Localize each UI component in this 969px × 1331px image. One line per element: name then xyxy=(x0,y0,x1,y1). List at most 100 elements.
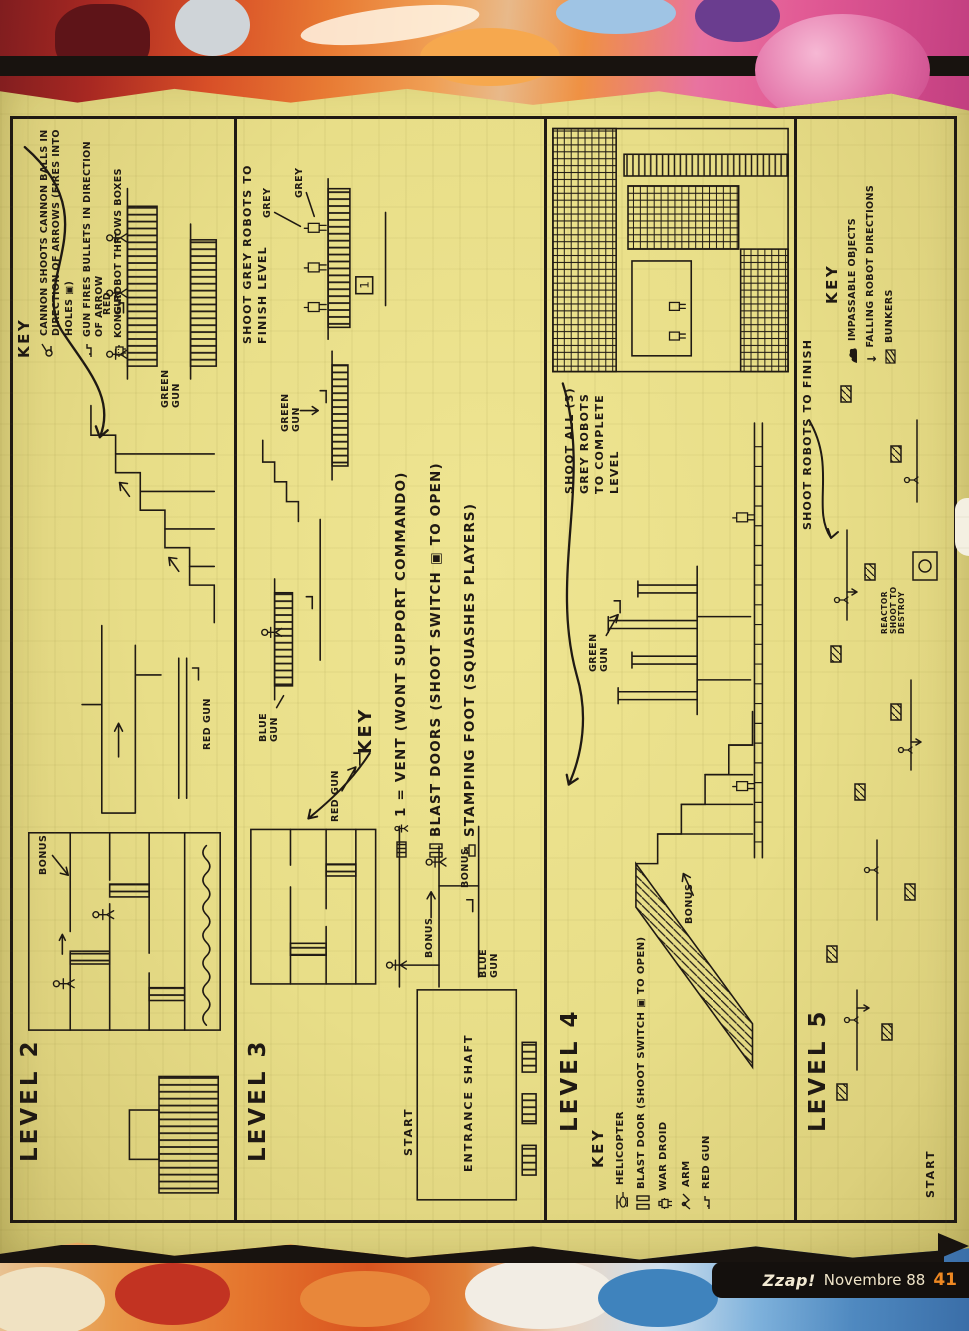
map-label-entrance-shaft: ENTRANCE SHAFT xyxy=(462,1033,475,1173)
key-item-blast-doors: BLAST DOORS (SHOOT SWITCH ▣ TO OPEN) xyxy=(428,318,446,858)
level-2-title: LEVEL 2 xyxy=(17,1038,43,1162)
level-2-section: LEVEL 2 xyxy=(13,119,237,1220)
vent-icon xyxy=(394,840,408,858)
bunker-icon xyxy=(885,349,896,364)
arm-icon xyxy=(681,1193,692,1210)
key-item-helicopter: HELICOPTER xyxy=(614,870,628,1210)
map-label-green-gun: GREEN GUN xyxy=(160,369,182,408)
level-4-objective: SHOOT ALL (3) GREY ROBOTS TO COMPLETE LE… xyxy=(563,387,621,494)
level-3-objective: SHOOT GREY ROBOTS TO FINISH LEVEL xyxy=(241,164,269,344)
rotated-map-area: LEVEL 2 xyxy=(13,119,954,1220)
issue-label: Novembre 88 xyxy=(823,1271,926,1289)
map-label-bonus: BONUS xyxy=(38,834,49,875)
level-3-key: KEY 1 = VENT (WONT SUPPORT COMMANDO) BLA… xyxy=(355,318,480,858)
artwork-cream-blob xyxy=(0,1267,105,1331)
level-4-map-drawing xyxy=(552,127,789,1070)
red-gun-icon xyxy=(701,1195,711,1210)
level-5-section: LEVEL 5 xyxy=(797,119,954,1220)
blast-doors-icon xyxy=(428,843,443,858)
torn-page-notch xyxy=(955,498,969,556)
map-label-start: START xyxy=(402,1107,415,1156)
map-label-red-gun-2: RED GUN xyxy=(202,698,213,750)
artwork-white-sneaker xyxy=(465,1259,615,1329)
key-item-text: ARM xyxy=(681,1160,692,1187)
artwork-pink-balloon xyxy=(755,14,930,111)
key-item-vent: 1 = VENT (WONT SUPPORT COMMANDO) xyxy=(393,318,411,858)
map-label-blue-gun-2: BLUE GUN xyxy=(478,948,500,978)
level-3-title: LEVEL 3 xyxy=(245,1038,271,1162)
key-item-text: STAMPING FOOT (SQUASHES PLAYERS) xyxy=(462,502,479,837)
key-item-falling-robots: ↓ FALLING ROBOT DIRECTIONS xyxy=(865,122,880,364)
key-item-war-droid: WAR DROID xyxy=(657,870,673,1210)
map-label-grey-2: GREY xyxy=(294,167,305,198)
map-label-bonus-2: BONUS xyxy=(424,917,435,958)
level-3-section: LEVEL 3 xyxy=(237,119,547,1220)
war-droid-icon xyxy=(658,1197,673,1210)
map-label-green-gun: GREEN GUN xyxy=(588,633,610,672)
level-4-key: KEY HELICOPTER BLAST DOOR (SHOOT SWITCH … xyxy=(589,870,713,1210)
key-item-text: IMPASSABLE OBJECTS xyxy=(847,218,858,341)
key-heading: KEY xyxy=(15,317,33,358)
magazine-name: Zzap! xyxy=(762,1270,816,1290)
level-4-title: LEVEL 4 xyxy=(557,1008,583,1132)
key-item-red-gun: RED GUN xyxy=(700,870,713,1210)
key-item-text: HELICOPTER xyxy=(615,1111,626,1185)
level-3-map-drawing: 1 xyxy=(250,178,537,1201)
key-item-text: BLAST DOORS (SHOOT SWITCH ▣ TO OPEN) xyxy=(427,462,444,837)
level-5-title: LEVEL 5 xyxy=(805,1008,831,1132)
kong-robot-icon xyxy=(114,344,127,358)
map-label-start: START xyxy=(924,1149,937,1198)
key-item-cannon: CANNON SHOOTS CANNON BALLS IN DIRECTION … xyxy=(39,122,76,358)
level-5-key: KEY IMPASSABLE OBJECTS ↓ FALLING ROBOT D… xyxy=(823,122,897,364)
key-item-text: FALLING ROBOT DIRECTIONS xyxy=(865,184,877,348)
artwork-red-boot xyxy=(115,1263,230,1325)
artwork-blue-patch xyxy=(556,0,676,34)
svg-text:1: 1 xyxy=(358,281,372,289)
top-artwork xyxy=(0,0,969,111)
key-item-kong-robot: KONG ROBOT THROWS BOXES xyxy=(113,122,127,358)
key-item-impassable: IMPASSABLE OBJECTS xyxy=(847,122,859,364)
blast-door-icon xyxy=(636,1195,650,1210)
key-item-text: RED GUN xyxy=(701,1135,712,1189)
cannon-icon xyxy=(40,342,53,358)
impassable-objects-icon xyxy=(848,347,859,364)
key-item-text: WAR DROID xyxy=(658,1121,669,1191)
map-label-reactor: REACTOR SHOOT TO DESTROY xyxy=(880,586,907,634)
key-item-text: BUNKERS xyxy=(884,289,896,343)
key-item-text: GUN FIRES BULLETS IN DIRECTION OF ARROW xyxy=(82,141,106,337)
artwork-robot-grey xyxy=(175,0,250,56)
falling-robot-arrow-icon: ↓ xyxy=(865,353,880,364)
magazine-footer: Zzap! Novembre 88 41 xyxy=(712,1262,969,1298)
key-item-blast-door: BLAST DOOR (SHOOT SWITCH ▣ TO OPEN) xyxy=(635,870,650,1210)
key-item-gun: GUN FIRES BULLETS IN DIRECTION OF ARROW xyxy=(82,122,107,358)
gun-icon xyxy=(83,343,93,358)
key-item-text: 1 = VENT (WONT SUPPORT COMMANDO) xyxy=(393,471,409,817)
commando-icon xyxy=(394,823,409,834)
level-4-section: LEVEL 4 xyxy=(547,119,797,1220)
level-2-key: KEY CANNON SHOOTS CANNON BALLS IN DIRECT… xyxy=(15,122,127,358)
key-item-text: KONG ROBOT THROWS BOXES xyxy=(112,168,124,338)
page-number: 41 xyxy=(933,1270,957,1290)
key-item-arm: ARM xyxy=(680,870,693,1210)
map-frame: LEVEL 2 xyxy=(10,116,957,1223)
key-heading: KEY xyxy=(355,707,376,754)
map-paper: LEVEL 2 xyxy=(0,70,969,1262)
key-heading: KEY xyxy=(589,1127,607,1168)
map-label-blue-gun: BLUE GUN xyxy=(258,712,280,742)
stamping-foot-icon xyxy=(463,843,477,858)
key-heading: KEY xyxy=(823,263,841,304)
page-border-bar-top xyxy=(0,56,969,76)
helicopter-icon xyxy=(615,1191,628,1210)
key-item-text: CANNON SHOOTS CANNON BALLS IN DIRECTION … xyxy=(39,129,75,336)
level-2-map-drawing xyxy=(23,145,221,1194)
key-item-bunkers: BUNKERS xyxy=(884,122,896,364)
key-item-stamping-foot: STAMPING FOOT (SQUASHES PLAYERS) xyxy=(462,318,480,858)
artwork-blue-shape xyxy=(598,1269,718,1327)
level-5-objective: SHOOT ROBOTS TO FINISH xyxy=(801,338,814,530)
map-label-red-gun: RED GUN xyxy=(330,770,341,822)
map-label-green-gun: GREEN GUN xyxy=(280,393,302,432)
artwork-purple-patch xyxy=(695,0,780,42)
level-5-map-drawing xyxy=(808,385,938,1101)
key-item-text: BLAST DOOR (SHOOT SWITCH ▣ TO OPEN) xyxy=(636,936,647,1189)
